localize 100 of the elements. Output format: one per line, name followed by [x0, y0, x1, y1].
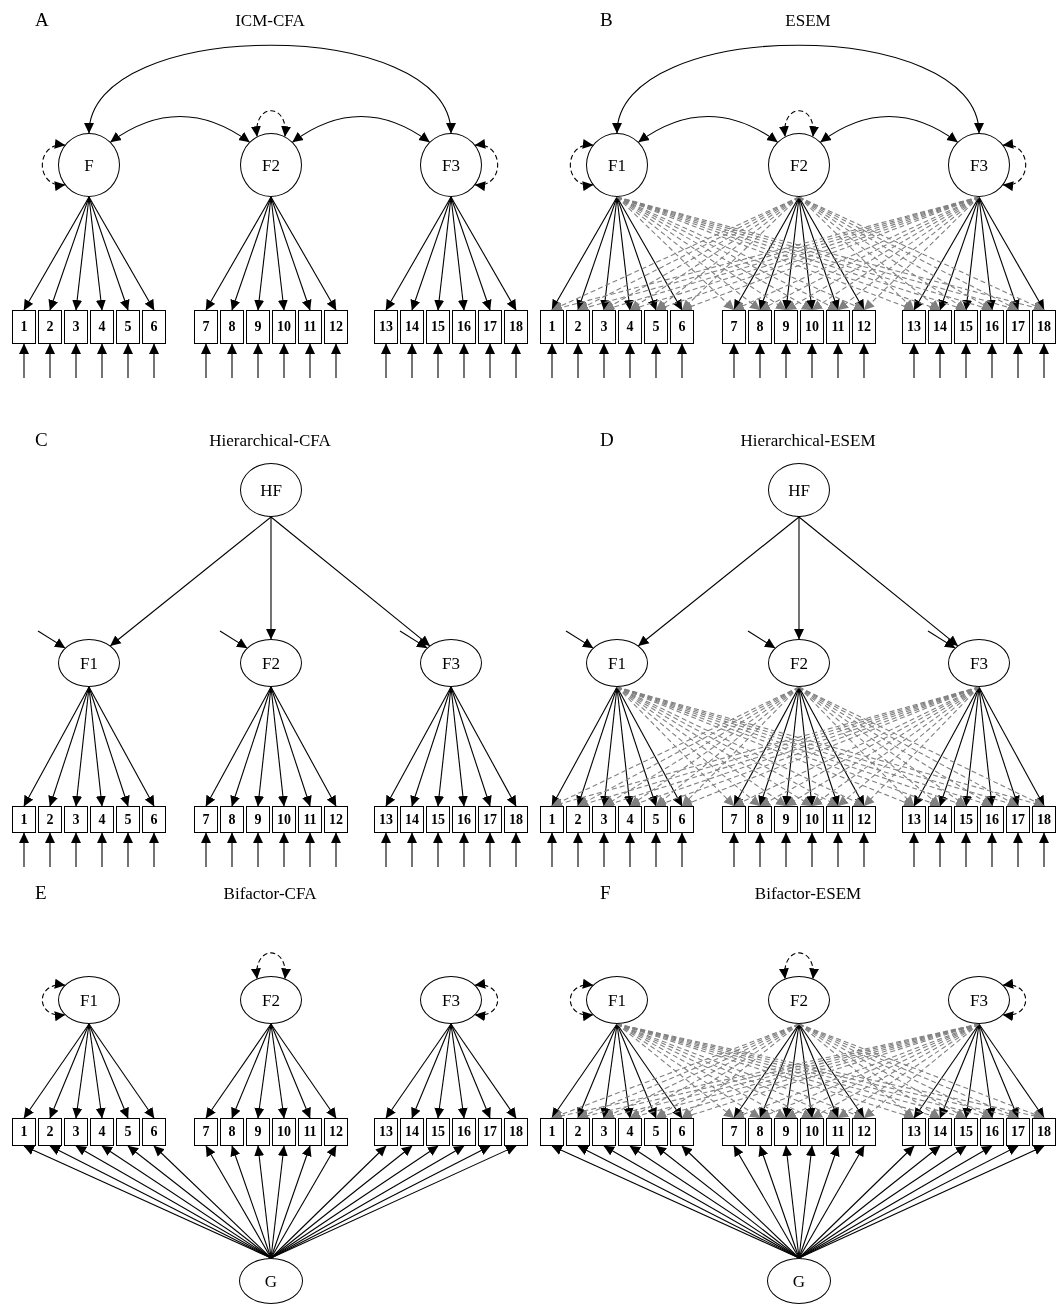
covariance-arrow: [820, 115, 958, 143]
covariance-arrow: [110, 115, 250, 143]
item-box: 3: [64, 310, 88, 344]
item-box: 17: [478, 806, 502, 833]
arrow: [616, 686, 658, 807]
dashed-arrow: [655, 686, 800, 807]
arrow: [205, 686, 272, 807]
arrow: [201, 832, 211, 868]
panel-letter: E: [35, 883, 47, 902]
arrow: [833, 832, 843, 868]
arrow: [909, 832, 919, 868]
arrow: [859, 832, 869, 868]
item-box: 12: [324, 806, 348, 833]
arrow: [616, 1023, 657, 1119]
item-box: 6: [142, 310, 166, 344]
item-box: 4: [90, 1118, 114, 1146]
item-box: 3: [592, 1118, 616, 1146]
item-box: 18: [504, 1118, 528, 1146]
arrow: [45, 832, 55, 868]
dashed-arrow: [863, 686, 980, 807]
dashed-arrow: [798, 196, 941, 311]
arrow: [407, 832, 417, 868]
panel-title: Bifactor-ESEM: [754, 885, 862, 902]
arrow: [88, 196, 130, 311]
arrow: [254, 686, 272, 807]
item-box: 3: [592, 310, 616, 344]
item-box: 9: [246, 806, 270, 833]
item-box: 2: [38, 1118, 62, 1146]
arrow: [1013, 832, 1023, 868]
arrow: [279, 343, 289, 379]
item-box: 17: [1006, 310, 1030, 344]
item-box: 1: [12, 310, 36, 344]
item-box: 1: [12, 1118, 36, 1146]
item-box: 15: [426, 1118, 450, 1146]
variance-loop-arrow: [569, 140, 594, 190]
arrow: [625, 832, 635, 868]
general-factor-ellipse: G: [767, 1258, 831, 1304]
variance-loop-arrow: [251, 110, 291, 137]
factor-ellipse: F2: [240, 133, 302, 197]
arrow: [88, 1023, 155, 1119]
panel-title: Bifactor-CFA: [223, 885, 317, 902]
arrow: [205, 1145, 272, 1259]
item-box: 16: [452, 806, 476, 833]
arrow: [798, 196, 865, 311]
item-box: 8: [748, 806, 772, 833]
item-box: 13: [374, 806, 398, 833]
arrow: [547, 832, 557, 868]
item-box: 12: [852, 310, 876, 344]
item-box: 2: [566, 310, 590, 344]
item-box: 14: [400, 1118, 424, 1146]
arrow: [434, 686, 452, 807]
item-box: 18: [1032, 806, 1056, 833]
item-box: 16: [980, 310, 1004, 344]
factor-ellipse: F2: [768, 133, 830, 197]
item-box: 10: [272, 1118, 296, 1146]
item-box: 15: [426, 310, 450, 344]
item-box: 9: [774, 310, 798, 344]
arrow: [270, 686, 312, 807]
arrow: [859, 343, 869, 379]
panel-title: ICM-CFA: [235, 12, 305, 29]
item-box: 18: [504, 310, 528, 344]
general-factor-ellipse: G: [239, 1258, 303, 1304]
item-box: 6: [670, 806, 694, 833]
item-box: 1: [540, 806, 564, 833]
arrow: [599, 343, 609, 379]
arrow: [573, 343, 583, 379]
item-box: 14: [400, 310, 424, 344]
item-box: 2: [38, 310, 62, 344]
item-box: 13: [374, 1118, 398, 1146]
item-box: 5: [116, 1118, 140, 1146]
variance-loop-arrow: [1002, 140, 1027, 190]
arrow: [450, 686, 492, 807]
arrow: [798, 1023, 865, 1119]
arrow: [227, 343, 237, 379]
arrow: [88, 196, 155, 311]
arrow: [807, 343, 817, 379]
item-box: 10: [272, 310, 296, 344]
item-box: 5: [116, 806, 140, 833]
arrow: [961, 832, 971, 868]
covariance-arrow: [614, 44, 982, 134]
item-box: 9: [246, 1118, 270, 1146]
arrow: [381, 343, 391, 379]
item-box: 17: [478, 1118, 502, 1146]
item-box: 10: [800, 1118, 824, 1146]
arrow: [485, 832, 495, 868]
dashed-arrow: [616, 1023, 761, 1119]
covariance-arrow: [638, 115, 778, 143]
arrow: [747, 630, 776, 649]
dashed-arrow: [616, 686, 761, 807]
item-box: 11: [826, 310, 850, 344]
arrow: [616, 196, 658, 311]
arrow: [616, 196, 683, 311]
arrow: [19, 832, 29, 868]
item-box: 8: [220, 806, 244, 833]
arrow: [270, 1145, 312, 1259]
arrow: [450, 1023, 491, 1119]
item-box: 5: [116, 310, 140, 344]
dashed-arrow: [616, 1023, 735, 1119]
arrow: [755, 832, 765, 868]
item-box: 9: [246, 310, 270, 344]
